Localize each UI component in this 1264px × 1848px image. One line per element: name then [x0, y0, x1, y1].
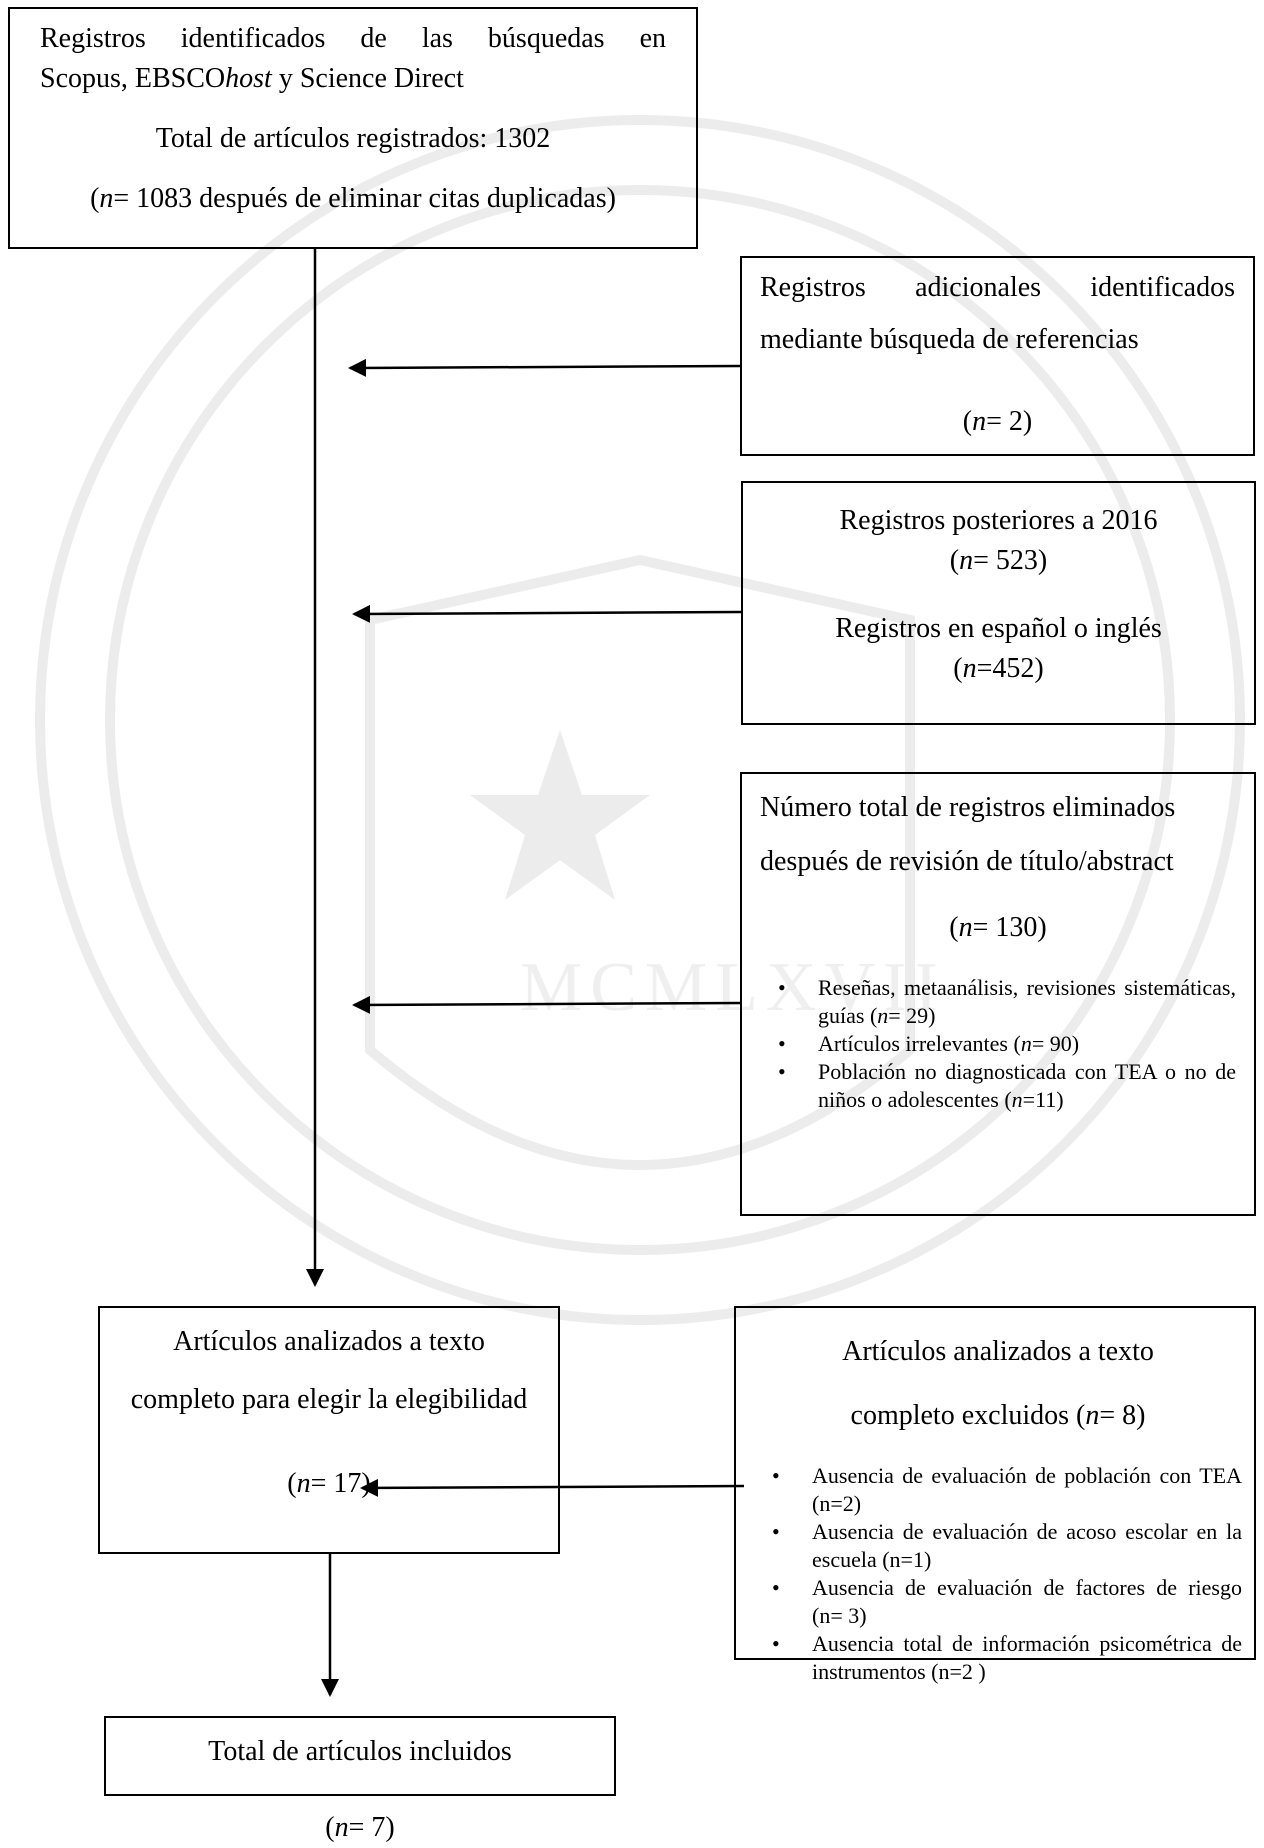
- title-review-reasons: Reseñas, metaanálisis, revisiones sistem…: [760, 974, 1236, 1114]
- list-item: Ausencia de evaluación de factores de ri…: [772, 1574, 1242, 1630]
- additional-line1: Registros adicionales identificados: [760, 272, 1235, 303]
- additional-line2: mediante búsqueda de referencias: [760, 324, 1139, 355]
- box-fulltext-excluded: Artículos analizados a texto completo ex…: [734, 1306, 1256, 1684]
- search-n-var: n: [99, 183, 114, 214]
- arrow-excluded: [360, 1478, 745, 1497]
- search-line1: Registros identificados de las búsquedas…: [40, 23, 666, 54]
- box-search-records: Registros identificados de las búsquedas…: [8, 7, 698, 249]
- box-date-language-filters: Registros posteriores a 2016 (n= 523) Re…: [741, 481, 1256, 725]
- list-item: Reseñas, metaanálisis, revisiones sistem…: [778, 974, 1236, 1030]
- fulltext-line1: Artículos analizados a texto: [173, 1326, 485, 1357]
- search-total: Total de artículos registrados: 1302: [155, 123, 551, 154]
- box-total-included: Total de artículos incluidos (n= 7): [104, 1716, 616, 1843]
- box-title-abstract-removed: Número total de registros eliminados des…: [740, 772, 1256, 1216]
- included-line1: Total de artículos incluidos: [208, 1736, 512, 1767]
- list-item: Población no diagnosticada con TEA o no …: [778, 1058, 1236, 1114]
- excluded-line1: Artículos analizados a texto: [842, 1336, 1154, 1367]
- list-item: Ausencia de evaluación de población con …: [772, 1462, 1242, 1518]
- search-host: host: [225, 63, 272, 94]
- filters-line2: Registros en español o inglés: [835, 613, 1162, 644]
- search-line2: Scopus, EBSCO: [40, 63, 226, 94]
- box-additional-records: Registros adicionales identificados medi…: [740, 256, 1255, 456]
- arrow-filters: [352, 604, 743, 623]
- title-review-n-value: = 130): [972, 912, 1047, 943]
- filters-n2-value: =452): [976, 653, 1044, 684]
- title-review-line2: después de revisión de título/abstract: [760, 846, 1174, 877]
- box-fulltext-assessed: Artículos analizados a texto completo pa…: [98, 1306, 560, 1554]
- arrow-title-review: [352, 995, 743, 1014]
- filters-n1-value: = 523): [973, 545, 1048, 576]
- excluded-line2: completo excluidos (: [850, 1400, 1086, 1431]
- fulltext-line2: completo para elegir la elegibilidad: [130, 1384, 528, 1415]
- excluded-n-value: = 8): [1099, 1400, 1146, 1431]
- flow-connectors: [306, 248, 745, 1697]
- filters-line1: Registros posteriores a 2016: [839, 505, 1158, 536]
- arrow-additional: [348, 358, 741, 377]
- title-review-line1: Número total de registros eliminados: [760, 792, 1176, 823]
- additional-n-value: = 2): [986, 406, 1033, 437]
- excluded-reasons: Ausencia de evaluación de población con …: [754, 1462, 1242, 1686]
- included-n-value: = 7): [348, 1812, 395, 1843]
- list-item: Ausencia de evaluación de acoso escolar …: [772, 1518, 1242, 1574]
- search-line2-end: y Science Direct: [271, 63, 464, 94]
- additional-n-var: n: [972, 406, 987, 437]
- list-item: Artículos irrelevantes (n= 90): [778, 1030, 1236, 1058]
- list-item: Ausencia total de información psicométri…: [772, 1630, 1242, 1686]
- fulltext-n-value: = 17): [310, 1468, 371, 1499]
- search-n-value: = 1083 después de eliminar citas duplica…: [113, 183, 616, 214]
